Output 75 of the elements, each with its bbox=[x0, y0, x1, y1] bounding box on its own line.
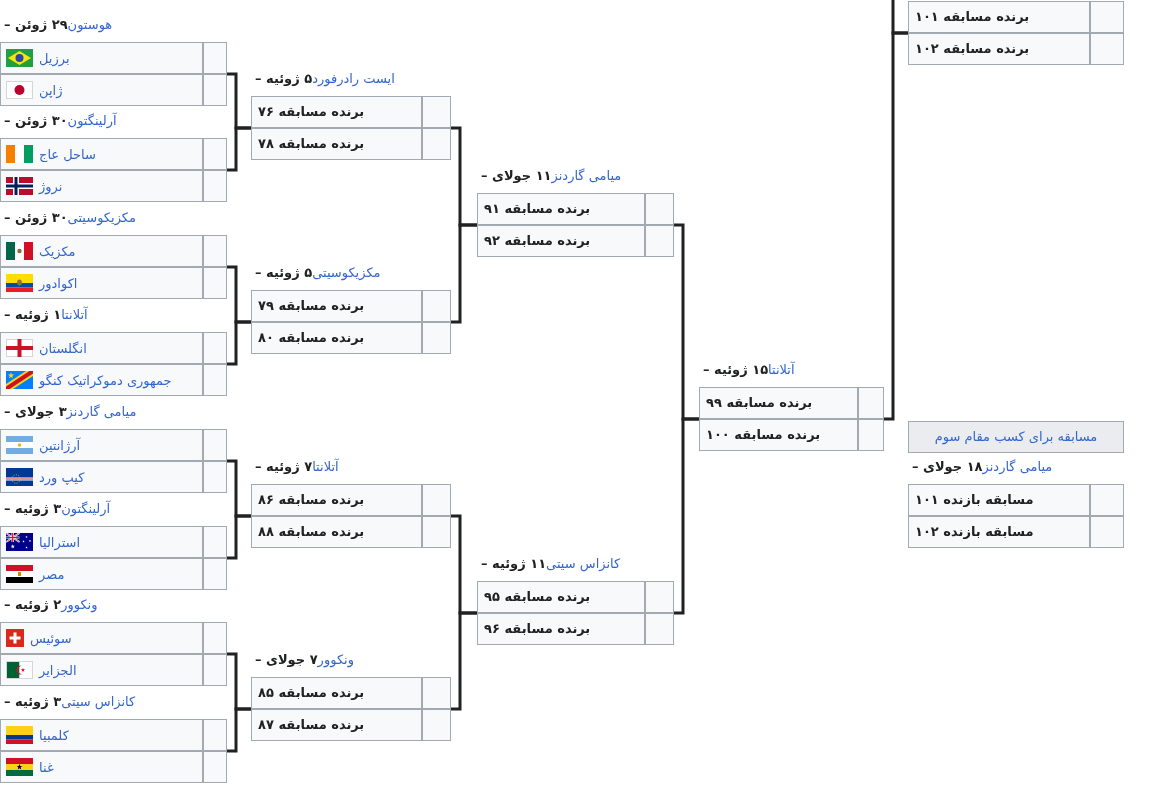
team-name: مکزیک bbox=[39, 243, 76, 259]
bracket-line bbox=[227, 320, 251, 366]
entry-cell: برنده مسابقه ۸۸ bbox=[251, 516, 422, 548]
match-date: ۱۱ جولای – bbox=[481, 168, 552, 183]
match-date: ۳ ژوئیه – bbox=[4, 501, 62, 516]
venue-link: میامی گاردنز bbox=[982, 459, 1053, 474]
match-date: ۵ ژوئیه – bbox=[255, 71, 313, 86]
entry-cell: برنده مسابقه ۱۰۱ bbox=[908, 1, 1090, 33]
venue-link: مکزیکوسیتی bbox=[67, 210, 136, 225]
team-name: کلمبیا bbox=[39, 727, 69, 743]
venue-link: مکزیکوسیتی bbox=[312, 265, 381, 280]
match-date: ۷ جولای – bbox=[255, 652, 318, 667]
team-name: برزیل bbox=[39, 50, 70, 66]
team-name: مصر bbox=[39, 566, 65, 582]
bracket-line bbox=[451, 223, 477, 324]
match-date: ۵ ژوئیه – bbox=[255, 265, 313, 280]
bracket-line bbox=[227, 707, 251, 753]
team-name: استرالیا bbox=[39, 534, 81, 550]
match-date: ۱۸ جولای – bbox=[912, 459, 983, 474]
team-name: جمهوری دموکراتیک کنگو bbox=[39, 372, 172, 388]
venue-link: کانزاس سیتی bbox=[546, 556, 621, 571]
entry-cell: برنده مسابقه ۷۹ bbox=[251, 290, 422, 322]
entry-cell: مسابقه بازنده ۱۰۲ bbox=[908, 516, 1090, 548]
team-name: غنا bbox=[39, 759, 54, 775]
venue-link: کانزاس سیتی bbox=[61, 694, 136, 709]
venue-link: آتلانتا bbox=[61, 307, 88, 322]
team-name: کیپ ورد bbox=[39, 469, 85, 485]
match-date: ۳۰ ژوئن – bbox=[4, 210, 68, 225]
team-name: انگلستان bbox=[39, 340, 87, 356]
heading-bar: مسابقه برای کسب مقام سوم bbox=[908, 421, 1124, 453]
venue-link: آرلینگتون bbox=[67, 113, 117, 128]
venue-link: آرلینگتون bbox=[61, 501, 111, 516]
venue-link: ونکوور bbox=[317, 652, 354, 667]
team-name: الجزایر bbox=[39, 662, 77, 678]
entry-cell: برنده مسابقه ۷۸ bbox=[251, 128, 422, 160]
entry-cell: برنده مسابقه ۸۶ bbox=[251, 484, 422, 516]
venue-link: آتلانتا bbox=[768, 362, 795, 377]
entry-cell: برنده مسابقه ۹۱ bbox=[477, 193, 645, 225]
venue-link: ونکوور bbox=[61, 597, 98, 612]
entry-cell: مسابقه بازنده ۱۰۱ bbox=[908, 484, 1090, 516]
entry-cell: برنده مسابقه ۹۲ bbox=[477, 225, 645, 257]
match-date: ۲ ژوئیه – bbox=[4, 597, 62, 612]
team-name: اکوادور bbox=[39, 275, 78, 291]
match-date: ۱۵ ژوئیه – bbox=[703, 362, 769, 377]
team-name: سوئیس bbox=[30, 630, 72, 646]
team-name: نروژ bbox=[39, 178, 63, 194]
entry-cell: برنده مسابقه ۱۰۰ bbox=[699, 419, 858, 451]
venue-link: هوستون bbox=[67, 17, 113, 32]
match-date: ۲۹ ژوئن – bbox=[4, 17, 68, 32]
venue-link: میامی گاردنز bbox=[551, 168, 622, 183]
bracket-line bbox=[227, 126, 251, 172]
entry-cell: برنده مسابقه ۸۰ bbox=[251, 322, 422, 354]
entry-cell: برنده مسابقه ۸۵ bbox=[251, 677, 422, 709]
venue-link: میامی گاردنز bbox=[66, 404, 137, 419]
match-date: ۳ ژوئیه – bbox=[4, 694, 62, 709]
team-name: آرژانتین bbox=[39, 437, 81, 453]
team-name: ساحل عاج bbox=[39, 146, 96, 162]
bracket-line bbox=[891, 0, 908, 35]
bracket-line bbox=[227, 514, 251, 560]
entry-cell: برنده مسابقه ۹۹ bbox=[699, 387, 858, 419]
entry-cell: برنده مسابقه ۱۰۲ bbox=[908, 33, 1090, 65]
match-date: ۱۱ ژوئیه – bbox=[481, 556, 547, 571]
entry-cell: برنده مسابقه ۷۶ bbox=[251, 96, 422, 128]
entry-cell: برنده مسابقه ۹۵ bbox=[477, 581, 645, 613]
match-date: ۷ ژوئیه – bbox=[255, 459, 313, 474]
venue-link: ایست رادرفورد bbox=[312, 71, 395, 86]
entry-cell: برنده مسابقه ۹۶ bbox=[477, 613, 645, 645]
entry-cell: برنده مسابقه ۸۷ bbox=[251, 709, 422, 741]
match-date: ۳ جولای – bbox=[4, 404, 67, 419]
venue-link: آتلانتا bbox=[312, 459, 339, 474]
match-date: ۳۰ ژوئن – bbox=[4, 113, 68, 128]
bracket-line bbox=[674, 417, 699, 615]
bracket-line bbox=[451, 611, 477, 711]
match-date: ۱ ژوئیه – bbox=[4, 307, 62, 322]
team-name: ژاپن bbox=[39, 82, 63, 98]
